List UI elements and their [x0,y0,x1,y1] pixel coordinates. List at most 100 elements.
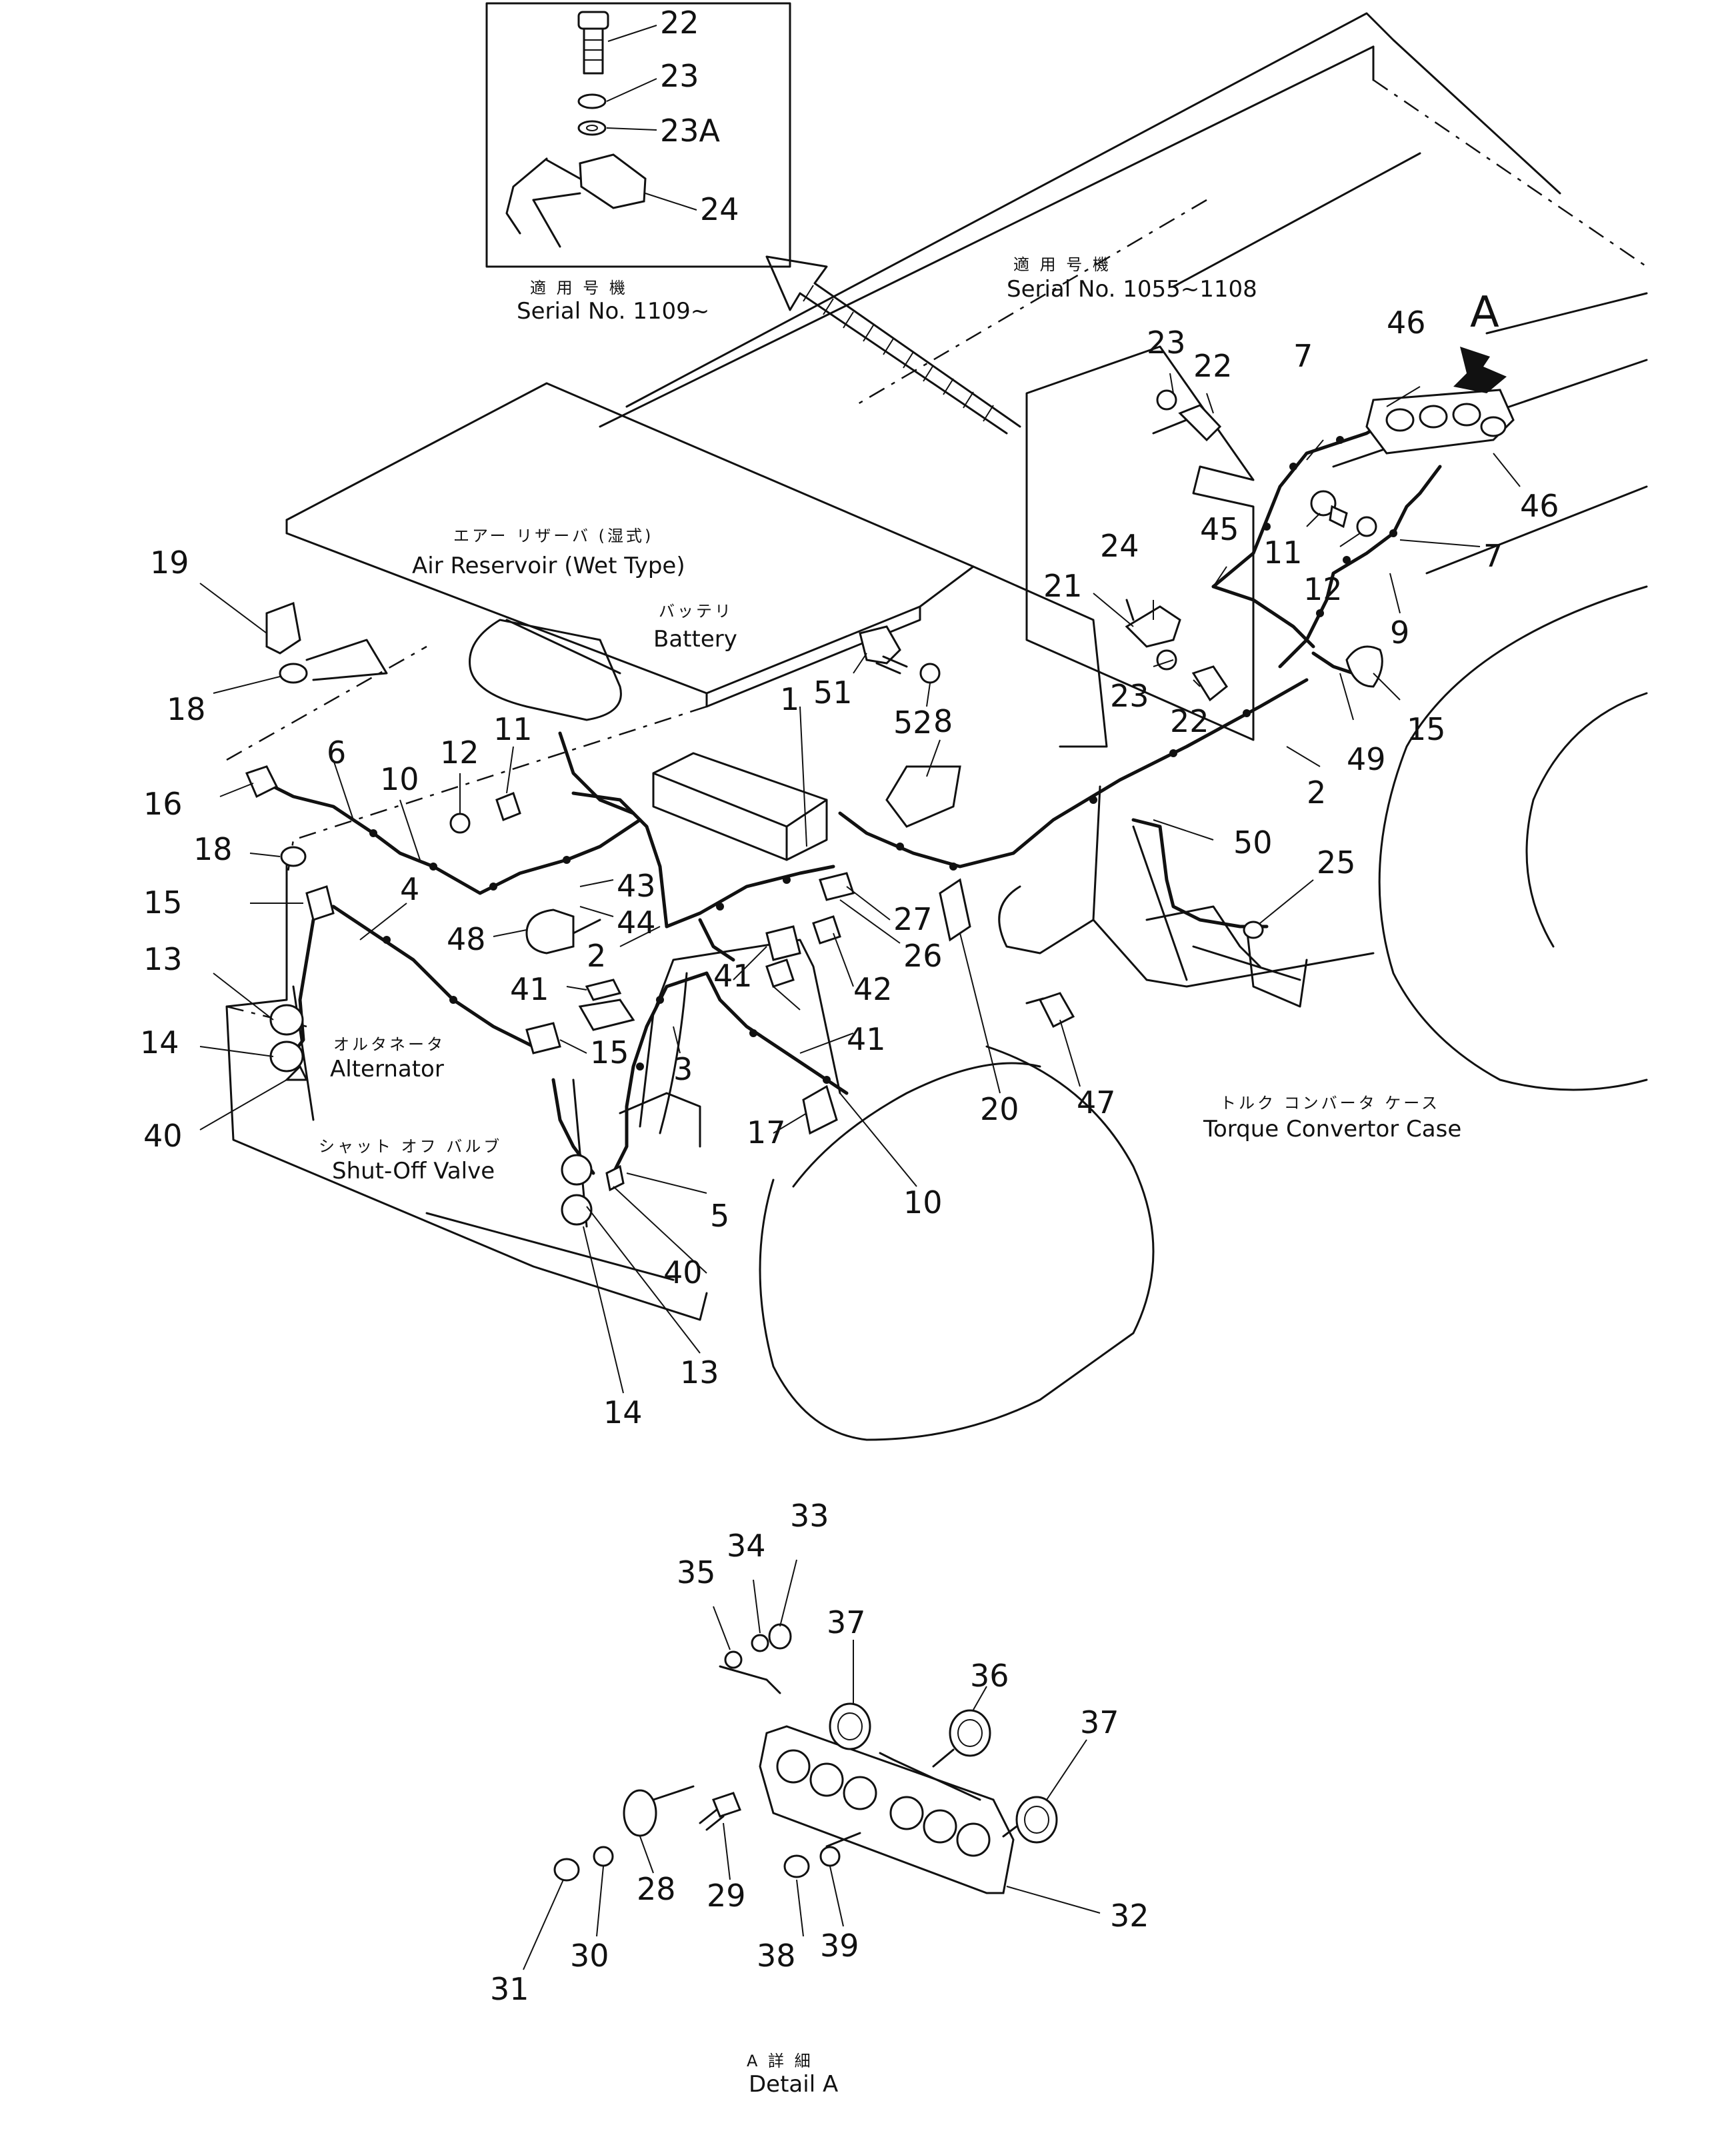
part-label: 18 [167,691,206,727]
part-label: 9 [1390,615,1409,651]
part-label: 15 [1407,711,1446,747]
inset-label: 23 [660,58,699,94]
part-label: 11 [493,711,533,747]
part-label: 27 [893,901,933,937]
part-label: 51 [813,675,853,711]
part-label: 49 [1347,741,1386,777]
part-label: 22 [1170,703,1209,739]
part-label: 20 [980,1091,1019,1127]
leader-lines [199,373,1521,1970]
shutoff-valve-label: Shut-Off Valve [332,1158,495,1184]
part-label: 2 [587,938,606,974]
part-label: 2 [1307,775,1326,811]
detail-part-label: 36 [970,1658,1009,1694]
view-arrow-a [1453,347,1507,393]
part-label: 43 [617,868,656,904]
detail-part-label: 34 [727,1528,766,1564]
detail-part-label: 39 [820,1928,859,1964]
part-label: 22 [1193,348,1233,384]
wiring-harness [258,411,1442,1175]
battery-jp: バッテリ [659,602,733,621]
part-label: 46 [1387,305,1426,341]
part-label: 14 [603,1394,643,1430]
part-label: 25 [1317,845,1356,881]
detail-a-caption: Detail A [749,2071,838,2098]
detail-part-label: 31 [490,1971,529,2007]
part-label: 13 [143,941,183,977]
part-label: 41 [847,1021,886,1057]
detail-part-label: 35 [677,1554,716,1590]
part-label: 11 [1263,535,1303,571]
serial-right: Serial No. 1055~1108 [1007,276,1257,303]
part-label: 16 [143,786,183,822]
detail-part-label: 37 [1080,1704,1119,1740]
part-label: 21 [1043,568,1083,604]
part-label: 15 [143,885,183,921]
detail-part-label: 28 [637,1871,676,1907]
detail-part-label: 33 [790,1498,829,1534]
part-label: 48 [447,921,486,957]
detail-part-label: 30 [570,1938,609,1974]
part-label: 14 [140,1025,179,1061]
alternator-label: Alternator [330,1056,444,1082]
part-label: 52 [893,705,933,741]
main-labels: 46 7 23 22 46 45 11 12 7 24 21 9 23 22 1… [140,305,1559,1430]
hatched-arrow [765,255,1021,435]
part-label: 10 [903,1184,943,1220]
alternator-jp: オルタネータ [333,1035,445,1054]
part-label: 42 [853,971,893,1007]
inset-label: 24 [700,191,739,227]
part-label: 40 [143,1118,183,1154]
part-label: 41 [510,971,549,1007]
inset-box [485,2,791,268]
part-label: 24 [1100,528,1139,564]
detail-part-label: 32 [1110,1898,1149,1934]
part-label: 13 [680,1354,719,1390]
detail-part-label: 37 [827,1604,866,1640]
serial-right-jp: 適 用 号 機 [1013,255,1111,274]
part-label: 46 [1520,488,1559,524]
part-label: 47 [1077,1084,1116,1120]
part-label: 19 [150,545,189,581]
inset-label: 22 [660,5,699,41]
part-label: 5 [710,1198,729,1234]
part-label: 12 [440,735,479,771]
captions: 適 用 号 機 Serial No. 1109~ 適 用 号 機 Serial … [319,255,1499,2098]
part-label: 6 [327,735,346,771]
detail-a [553,1623,1058,1894]
part-label: 26 [903,938,943,974]
part-label: 10 [380,761,419,797]
torque-case-label: Torque Convertor Case [1203,1116,1461,1142]
inset-serial-jp: 適 用 号 機 [530,279,628,297]
inset-labels: 22 23 23A 24 [660,5,739,227]
shutoff-valve-jp: シャット オフ バルブ [319,1137,502,1156]
part-label: 41 [713,958,753,994]
part-label: 18 [193,831,233,867]
part-label: 23 [1147,325,1186,361]
view-marker-a: A [1470,288,1499,337]
inset-label: 23A [660,113,721,149]
part-label: 15 [590,1035,629,1070]
machine-outline [225,12,1648,1441]
inset-serial: Serial No. 1109~ [517,298,709,325]
part-label: 45 [1200,511,1239,547]
part-label: 3 [673,1051,693,1087]
part-label: 12 [1303,571,1343,607]
detail-part-label: 29 [707,1878,746,1914]
part-label: 7 [1483,538,1503,574]
part-label: 4 [400,871,419,907]
detail-a-jp: A 詳 細 [747,2052,813,2070]
detail-part-label: 38 [757,1938,796,1974]
part-label: 7 [1293,338,1313,374]
components [245,389,1515,1226]
detail-labels: 33 34 35 37 36 37 28 29 32 38 39 30 31 [490,1498,1149,2007]
part-label: 23 [1110,678,1149,714]
battery-label: Battery [653,626,737,653]
part-label: 40 [663,1254,703,1290]
air-reservoir-jp: エアー リザーバ (湿式) [453,527,653,545]
part-label: 1 [780,681,799,717]
torque-case-jp: トルク コンバータ ケース [1220,1094,1440,1112]
part-label: 17 [747,1114,786,1150]
part-label: 50 [1233,825,1273,861]
